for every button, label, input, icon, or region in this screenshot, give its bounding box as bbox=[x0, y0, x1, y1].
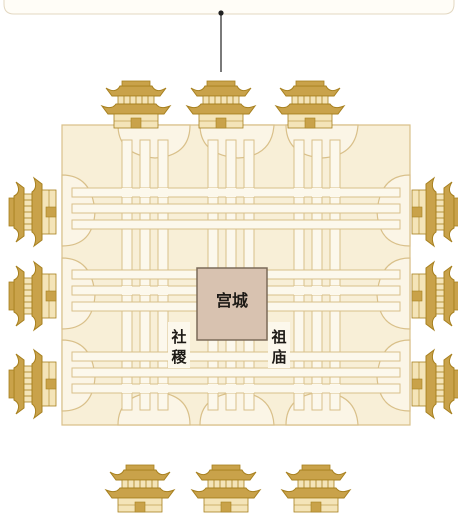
temple-label-line1: 祖 bbox=[270, 328, 286, 346]
gate-tower-icon bbox=[8, 261, 57, 331]
palace-label: 宫城 bbox=[216, 291, 248, 310]
callout-box bbox=[3, 0, 455, 15]
gate-tower-icon bbox=[411, 349, 458, 419]
altar-label-bg bbox=[168, 322, 190, 368]
gate-tower-icon bbox=[281, 464, 351, 513]
altar-label-line1: 社 bbox=[170, 328, 186, 346]
gate-tower-icon bbox=[101, 80, 171, 129]
gate-tower-icon bbox=[186, 80, 256, 129]
temple-label-line2: 庙 bbox=[271, 348, 286, 366]
gate-tower-icon bbox=[275, 80, 345, 129]
gate-tower-icon bbox=[8, 177, 57, 247]
gate-tower-icon bbox=[105, 464, 175, 513]
gate-tower-icon bbox=[411, 261, 458, 331]
palace-block bbox=[196, 267, 268, 341]
gate-tower-icon bbox=[191, 464, 261, 513]
road-intersections bbox=[122, 188, 340, 393]
altar-label-line2: 稷 bbox=[171, 348, 187, 366]
temple-label-bg bbox=[268, 322, 290, 368]
gate-tower-icon bbox=[411, 177, 458, 247]
gate-tower-icon bbox=[8, 349, 57, 419]
